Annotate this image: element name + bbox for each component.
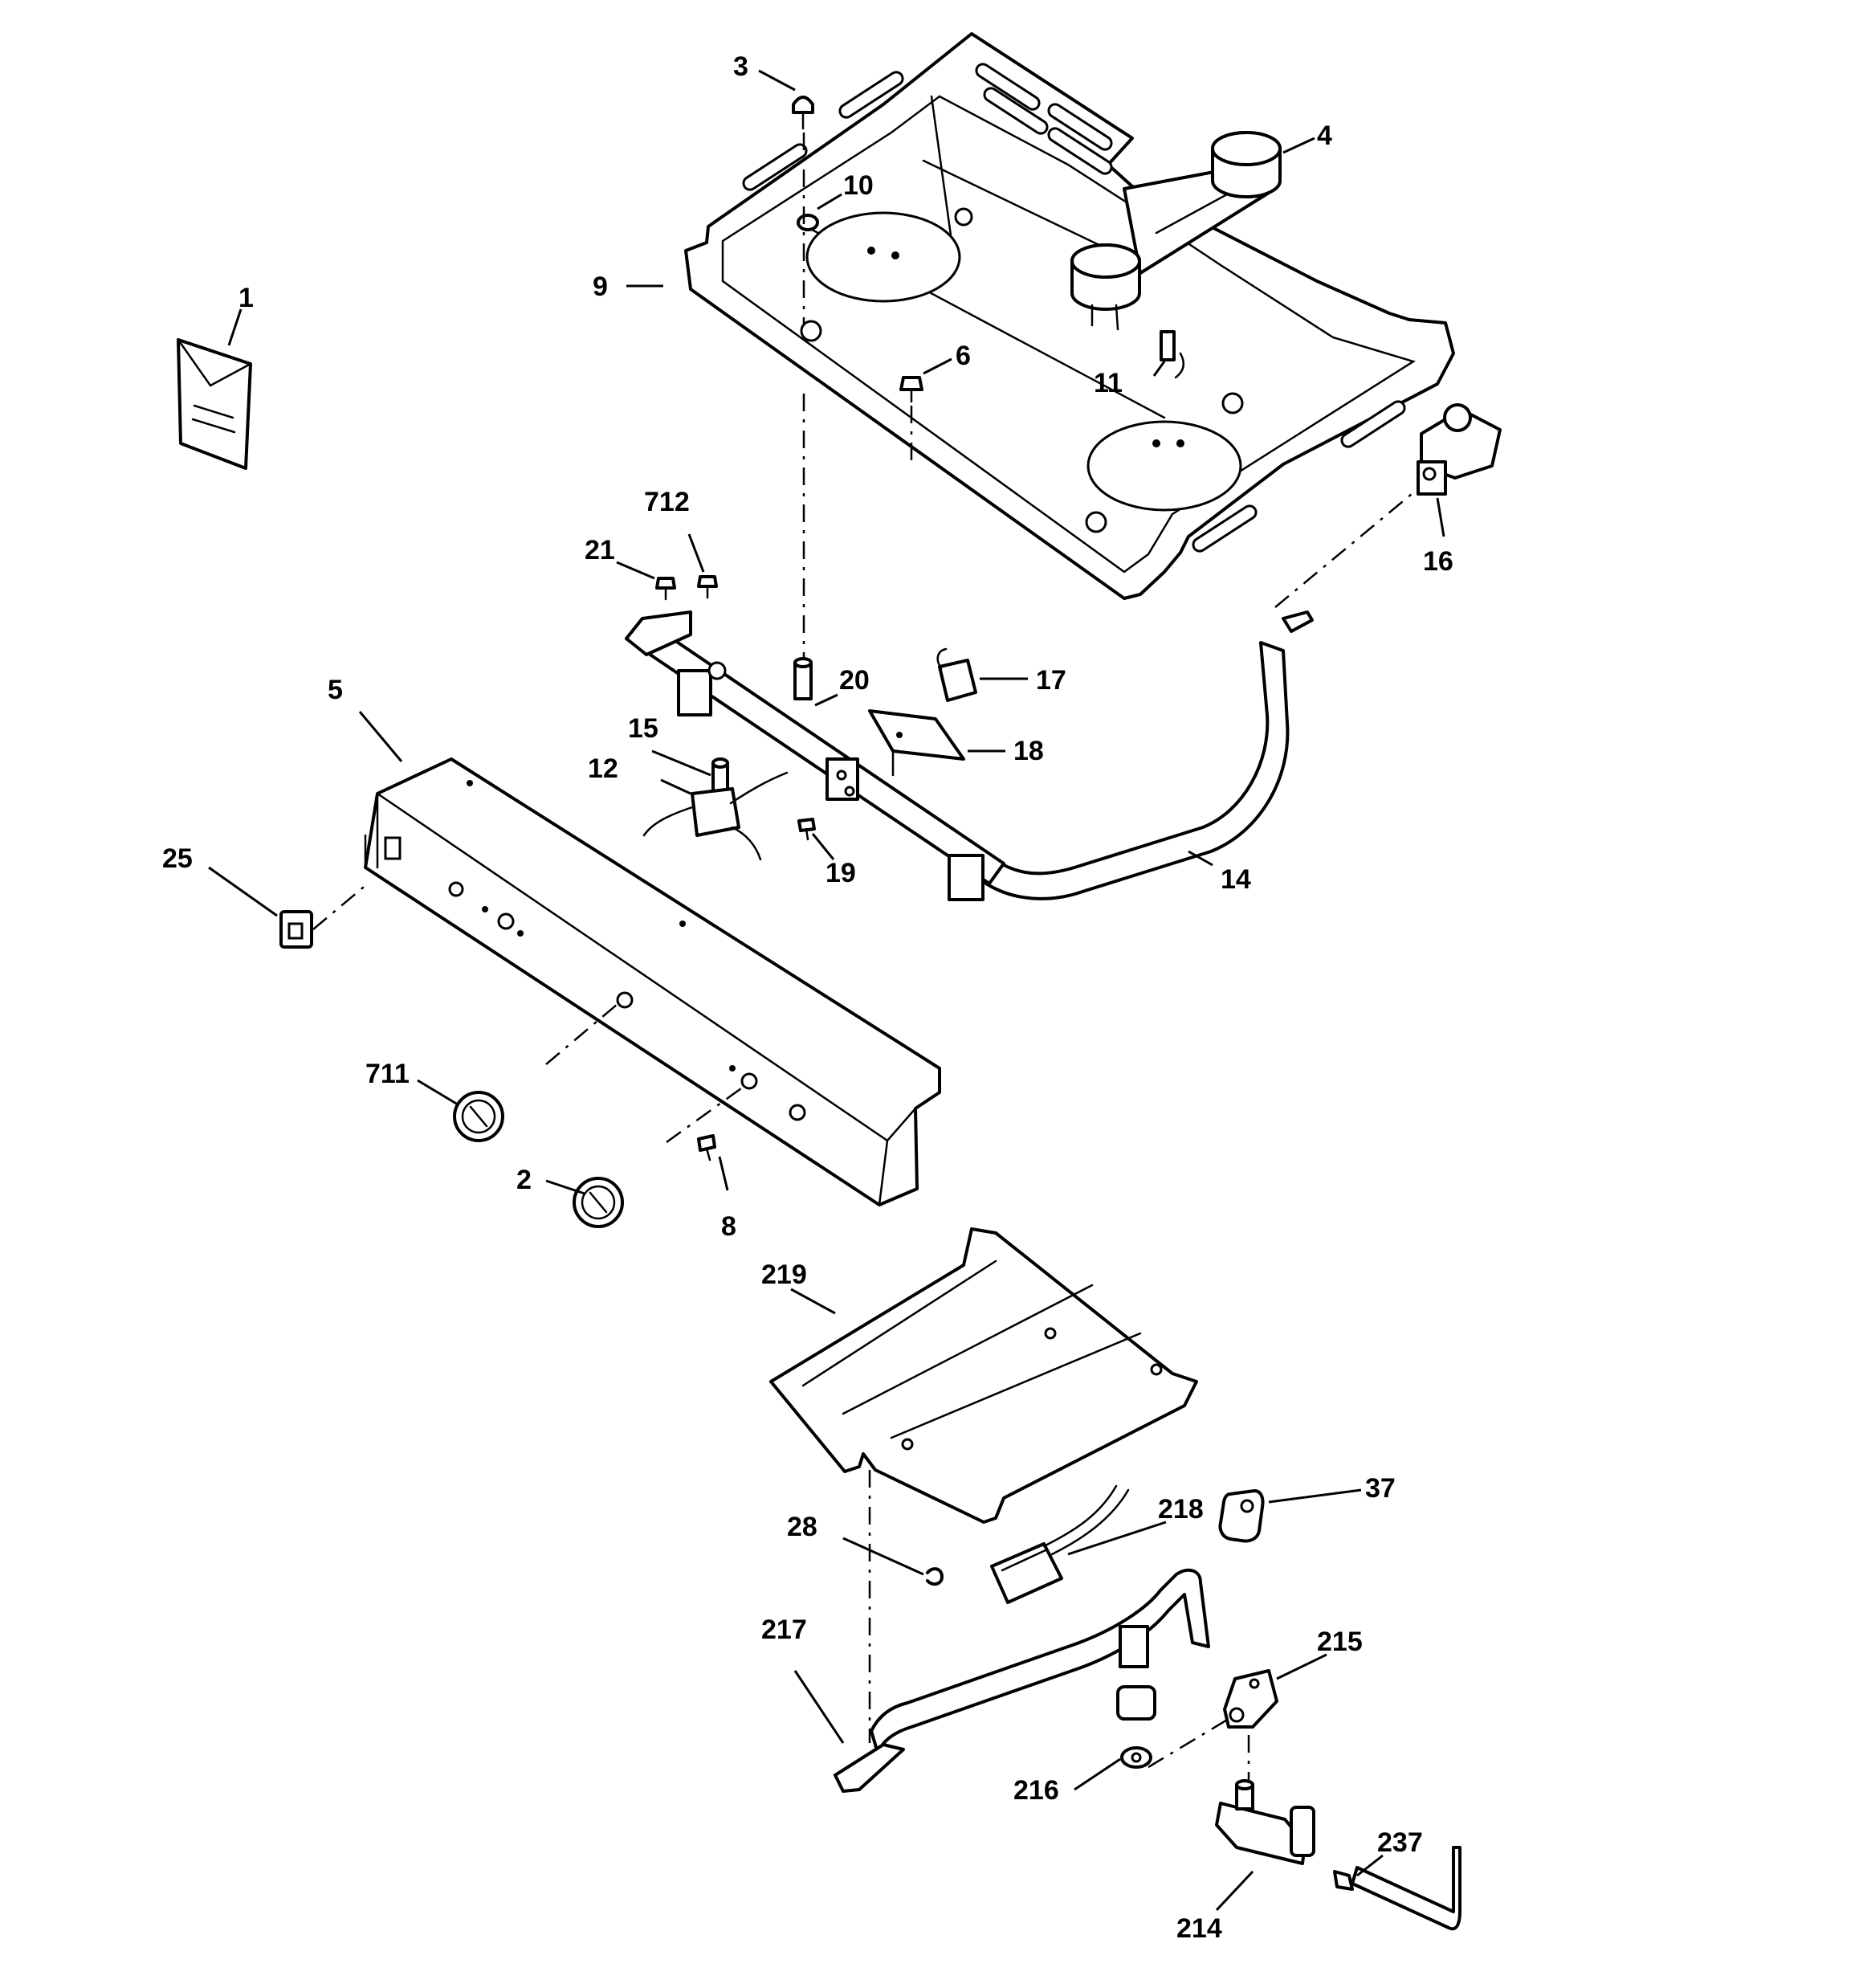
part-28-clip bbox=[926, 1567, 944, 1586]
part-712-screw bbox=[697, 575, 718, 599]
label-37: 37 bbox=[1365, 1473, 1396, 1504]
part-16-regulator bbox=[1417, 403, 1502, 496]
leader-lines bbox=[208, 69, 1445, 1912]
part-3-screw bbox=[792, 96, 814, 130]
pan-slots bbox=[742, 63, 1406, 553]
label-215: 215 bbox=[1317, 1627, 1363, 1657]
part-19-screw bbox=[797, 818, 816, 841]
burner-bowls bbox=[800, 207, 1244, 533]
label-19: 19 bbox=[826, 858, 856, 888]
part-5-control-panel bbox=[364, 757, 941, 1206]
part-711-knob bbox=[453, 1091, 504, 1142]
part-218-igniter bbox=[990, 1484, 1130, 1604]
label-216: 216 bbox=[1013, 1775, 1059, 1806]
label-12: 12 bbox=[588, 753, 618, 784]
label-10: 10 bbox=[843, 170, 874, 201]
label-14: 14 bbox=[1221, 864, 1251, 895]
label-237: 237 bbox=[1377, 1827, 1423, 1858]
part-14-manifold-pipe bbox=[960, 610, 1314, 900]
label-6: 6 bbox=[956, 341, 971, 371]
part-37-shield bbox=[1218, 1489, 1265, 1543]
part-4-top-burners bbox=[1070, 131, 1282, 331]
part-2-knob bbox=[573, 1177, 624, 1228]
label-18: 18 bbox=[1013, 736, 1044, 766]
label-2: 2 bbox=[516, 1165, 532, 1195]
part-219-baffle bbox=[769, 1227, 1198, 1524]
label-3: 3 bbox=[733, 51, 748, 82]
part-217-broiler-burner bbox=[834, 1568, 1210, 1793]
part-25-switch bbox=[279, 910, 313, 949]
part-1-envelope bbox=[177, 338, 252, 470]
part-labels: 1 2 3 4 5 6 8 9 10 11 12 14 15 16 17 18 … bbox=[162, 51, 1453, 1944]
label-4: 4 bbox=[1317, 120, 1332, 151]
part-214-valve bbox=[1215, 1779, 1315, 1865]
part-18-bracket bbox=[868, 709, 965, 777]
alignment-lines bbox=[312, 133, 1413, 1783]
part-9-burner-box bbox=[684, 32, 1455, 600]
part-21-screw bbox=[655, 577, 676, 601]
label-20: 20 bbox=[839, 665, 870, 696]
label-21: 21 bbox=[585, 535, 615, 565]
label-217: 217 bbox=[761, 1614, 807, 1645]
label-16: 16 bbox=[1423, 546, 1453, 577]
part-6-screw bbox=[899, 376, 923, 403]
label-25: 25 bbox=[162, 843, 193, 874]
label-1: 1 bbox=[238, 283, 254, 313]
label-712: 712 bbox=[644, 487, 690, 517]
part-10-grommet bbox=[797, 214, 819, 231]
label-8: 8 bbox=[721, 1211, 736, 1242]
part-12-valve bbox=[642, 771, 789, 861]
part-237-tube bbox=[1333, 1846, 1461, 1931]
part-20-spacer bbox=[793, 657, 813, 700]
part-11-clip bbox=[1160, 330, 1185, 379]
label-218: 218 bbox=[1158, 1494, 1204, 1525]
part-8-screw bbox=[697, 1134, 716, 1161]
label-219: 219 bbox=[761, 1259, 807, 1290]
label-11: 11 bbox=[1094, 368, 1123, 398]
label-17: 17 bbox=[1036, 665, 1066, 696]
label-214: 214 bbox=[1176, 1913, 1222, 1944]
part-17-switch bbox=[936, 647, 977, 702]
label-9: 9 bbox=[593, 271, 608, 302]
manifold-rail bbox=[625, 610, 1005, 901]
part-216-orifice bbox=[1116, 1685, 1156, 1769]
label-711: 711 bbox=[365, 1059, 410, 1089]
label-15: 15 bbox=[628, 713, 658, 744]
label-5: 5 bbox=[328, 675, 343, 705]
label-28: 28 bbox=[787, 1512, 817, 1542]
part-215-bracket bbox=[1223, 1669, 1278, 1729]
